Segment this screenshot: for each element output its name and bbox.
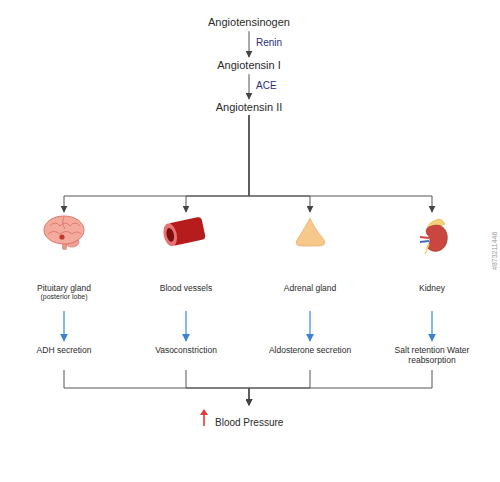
effect-node: ADH secretion [8,345,120,370]
outcome-node: Blood Pressure [199,405,299,427]
node-label: Angiotensinogen [184,16,314,29]
adrenal-icon [296,218,325,246]
connector [185,311,187,341]
connector [249,370,432,405]
stock-id: #873211446 [491,232,498,270]
organ-node: Kidney [376,212,488,308]
connector [249,115,432,212]
molecule-step: Angiotensin II [189,101,309,114]
node-label: Adrenal gland [254,283,366,293]
increase-arrow [200,409,208,426]
connector [309,311,311,341]
connector [186,370,249,405]
node-label: Blood vessels [130,283,242,293]
node-label: Vasoconstriction [130,345,242,355]
node-label: Angiotensin I [189,59,309,72]
connector [249,115,310,212]
node-label: Blood Pressure [215,417,299,429]
effect-node: Aldosterone secretion [254,345,366,370]
node-label: Angiotensin II [189,101,309,114]
effect-node: Salt retention Water reabsorption [390,345,474,370]
blood-vessel-icon [161,217,205,248]
connector [249,74,250,99]
connector [63,311,65,341]
molecule-step: Angiotensinogen [184,16,314,29]
organ-node: Blood vessels [130,212,242,308]
node-label: ADH secretion [8,345,120,355]
node-label: Pituitary gland [8,283,120,293]
organ-node: Adrenal gland [254,212,366,308]
connector [431,311,433,341]
edge-label: ACE [256,80,277,91]
edge-label: Renin [256,37,282,48]
organ-node: Pituitary gland(posterior lobe) [8,212,120,308]
node-label: Kidney [376,283,488,293]
molecule-step: Angiotensin I [189,59,309,72]
brain-icon [44,216,84,250]
connector [64,370,249,405]
connector [186,115,249,212]
node-label: Aldosterone secretion [254,345,366,355]
connector [249,370,310,405]
effect-node: Vasoconstriction [130,345,242,370]
connector [249,31,250,57]
node-label: Salt retention Water reabsorption [390,345,474,365]
node-sublabel: (posterior lobe) [8,293,120,301]
connector [64,115,249,212]
kidney-icon [420,219,447,254]
